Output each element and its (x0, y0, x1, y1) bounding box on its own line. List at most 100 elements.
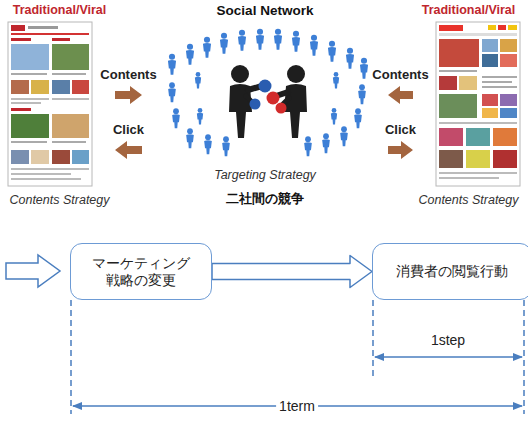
news-site-screenshot (11, 150, 29, 164)
crowd-figures (358, 84, 366, 104)
viral-site-screenshot (436, 22, 520, 186)
dashed-guide (71, 300, 524, 414)
news-site-screenshot (31, 150, 49, 164)
crowd-figures (168, 29, 368, 156)
crowd-figures (204, 134, 212, 154)
site-panel: Traditional/ViralContents Strategy (413, 0, 524, 212)
news-site-screenshot (11, 108, 31, 111)
news-site-screenshot (52, 80, 70, 94)
viral-site-screenshot (439, 76, 457, 90)
crowd-figures (172, 108, 180, 128)
news-site-screenshot (11, 141, 47, 143)
edge-label: Contents (97, 67, 159, 83)
viral-site-screenshot (439, 150, 463, 168)
viral-site-screenshot (500, 108, 517, 118)
viral-site-screenshot (482, 81, 512, 83)
process-box: 消費者の閲覧行動 (372, 243, 528, 300)
box-text: マーケティング 戦略の変更 (85, 255, 197, 289)
viral-site-screenshot (482, 76, 517, 78)
boxing-figures (276, 103, 287, 114)
viral-site-screenshot (439, 33, 517, 36)
dashed-guide (372, 300, 374, 376)
label-holder: 1term (276, 398, 318, 415)
news-site-screenshot (11, 102, 41, 104)
crowd-figures (220, 33, 228, 54)
edge-label-holder: Click (110, 122, 147, 138)
news-site-screenshot (11, 173, 71, 175)
news-site-screenshot (28, 26, 58, 29)
news-site-screenshot (52, 38, 70, 41)
viral-site-screenshot (466, 128, 490, 146)
viral-site-screenshot (439, 177, 499, 179)
term-span-label: 1term (276, 398, 318, 415)
boxing-figures (287, 65, 305, 83)
edge-label: Click (110, 122, 147, 138)
viral-site-screenshot (500, 94, 517, 106)
edge-label-holder: Contents (97, 67, 159, 83)
viral-site-screenshot (498, 25, 506, 30)
exchange-arrow (115, 86, 142, 104)
viral-site-screenshot (439, 25, 463, 31)
crowd-figures (346, 48, 354, 69)
network-panel: Social NetworkTargeting Strategy 二社間の競争 (142, 0, 388, 212)
crowd-figures (331, 108, 337, 124)
strategy-caption: Contents Strategy (9, 193, 109, 208)
news-site-screenshot (52, 98, 89, 100)
viral-site-screenshot (500, 39, 517, 52)
step-span-label: 1step (428, 332, 468, 349)
crowd-figures (222, 136, 230, 156)
flow-arrow (212, 256, 372, 288)
crowd-figures (333, 72, 339, 88)
news-site-screenshot (11, 73, 47, 75)
news-site-screenshot (11, 98, 49, 100)
news-site-screenshot (8, 22, 92, 186)
viral-site-screenshot (439, 70, 477, 72)
news-site-screenshot (11, 178, 81, 180)
crowd-figures (304, 136, 312, 156)
boxing-figures (283, 98, 289, 104)
viral-site-screenshot (459, 76, 477, 90)
viral-site-screenshot (482, 86, 517, 88)
edge-label-holder: Click (382, 122, 419, 138)
news-site-screenshot (52, 73, 86, 75)
crowd-figures (238, 30, 246, 51)
entry-arrow (6, 255, 60, 287)
box-text: 消費者の閲覧行動 (396, 263, 508, 280)
exchange-arrow (388, 141, 413, 159)
viral-site-screenshot (482, 39, 498, 52)
site-type: Traditional/Viral (13, 3, 107, 18)
exchange-arrow (388, 86, 413, 104)
viral-site-screenshot (500, 54, 517, 67)
viral-site-screenshot (439, 172, 517, 174)
site-type: Traditional/Viral (422, 3, 516, 18)
competition-caption: 二社間の競争 (226, 191, 304, 207)
news-site-screenshot (72, 150, 89, 164)
label-holder: 1step (428, 332, 468, 349)
news-site-screenshot (11, 44, 49, 70)
network-title: Social Network (217, 3, 314, 19)
news-site-screenshot (52, 150, 70, 164)
news-site-screenshot (31, 80, 49, 94)
edge-label-holder: Contents (369, 67, 431, 83)
crowd-figures (168, 82, 176, 102)
viral-site-screenshot (493, 128, 517, 146)
news-site-screenshot (72, 80, 89, 94)
strategy-caption: Targeting Strategy (214, 168, 316, 183)
news-site-screenshot (11, 168, 89, 170)
dashed-guide (70, 300, 72, 414)
boxing-figures (250, 99, 261, 110)
viral-site-screenshot (436, 22, 520, 186)
crowd-figures (195, 72, 201, 88)
viral-site-screenshot (439, 128, 463, 146)
boxing-figures (259, 80, 272, 93)
news-site-screenshot (11, 80, 29, 94)
news-site-screenshot (52, 44, 89, 70)
news-site-screenshot (11, 38, 31, 41)
crowd-figures (340, 126, 348, 146)
crowd-figures (274, 29, 282, 50)
crowd-figures (292, 31, 300, 52)
news-site-screenshot (52, 141, 86, 143)
